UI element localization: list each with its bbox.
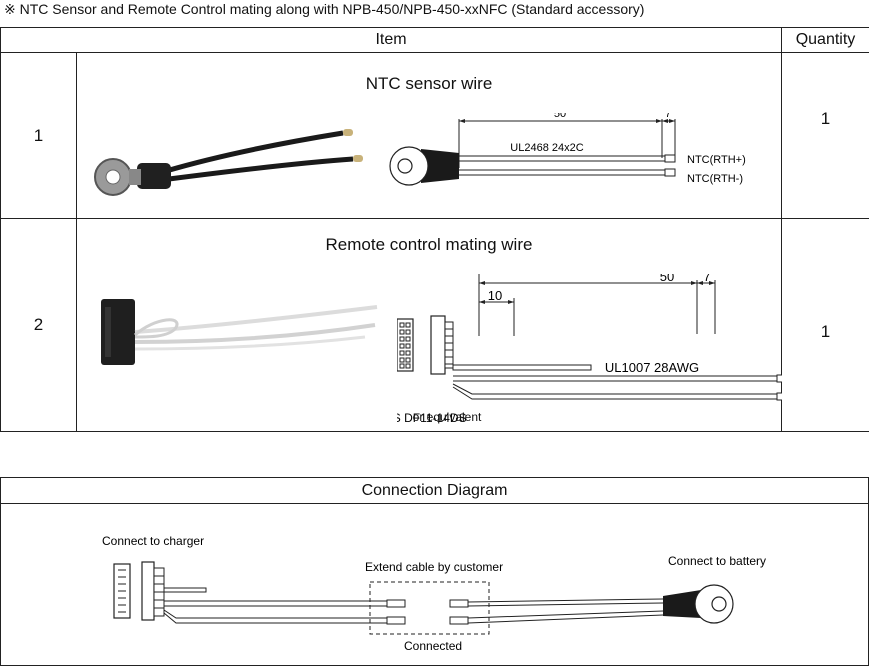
accessory-note: ※ NTC Sensor and Remote Control mating a… (4, 1, 645, 17)
quantity-cell: 1 (781, 218, 869, 432)
item-cell: NTC sensor wire (76, 52, 782, 219)
connection-diagram-drawing: Connect to charger Extend cable by custo… (102, 534, 766, 653)
ntc-pin-negative: NTC(RTH-) (687, 173, 743, 185)
header-quantity: Quantity (781, 27, 869, 53)
connection-diagram-title: Connection Diagram (1, 478, 868, 504)
connector-name: HRS DF11-14DS (397, 411, 467, 425)
quantity-cell: 1 (781, 52, 869, 219)
ntc-dim-long: 50 (554, 113, 566, 120)
remote-dim-tail: 10 (488, 288, 502, 303)
ntc-dim-short: 7 (665, 113, 671, 120)
remote-cable-label: UL1007 28AWG (605, 360, 699, 375)
ntc-pin-positive: NTC(RTH+) (687, 154, 746, 166)
connection-diagram: Connection Diagram Connect to charger Ex… (0, 477, 869, 666)
item-cell: Remote control mating wire (76, 218, 782, 432)
quantity-value: 1 (820, 322, 831, 341)
ntc-sensor-photo (81, 93, 371, 218)
label-battery: Connect to battery (668, 554, 766, 568)
remote-wire-drawing: 50 7 10 (397, 274, 782, 425)
row-number: 2 (0, 218, 77, 432)
remote-dim-short: 7 (703, 274, 710, 284)
remote-wire-photo (101, 299, 378, 365)
ntc-cable-label: UL2468 24x2C (510, 142, 583, 154)
remote-dim-long: 50 (660, 274, 674, 284)
table-row: 1 NTC sensor wire (0, 52, 869, 219)
item-title: Remote control mating wire (325, 235, 533, 254)
table-row: 2 Remote control mating wire (0, 218, 869, 432)
quantity-value: 1 (820, 109, 831, 128)
table-header-row: Item Quantity (0, 27, 869, 53)
header-item: Item (0, 27, 782, 53)
label-charger: Connect to charger (102, 534, 204, 548)
item-title: NTC sensor wire (365, 74, 493, 93)
connector-equivalent: or equivalent (412, 410, 482, 424)
ntc-sensor-drawing: 50 7 UL2468 24x2C NTC(RTH+) NTC(RTH-) (389, 113, 746, 186)
label-connected: Connected (404, 639, 462, 653)
row-number: 1 (0, 52, 77, 219)
accessory-table: Item Quantity 1 NTC sensor wire (0, 27, 869, 432)
label-extend: Extend cable by customer (365, 560, 503, 574)
